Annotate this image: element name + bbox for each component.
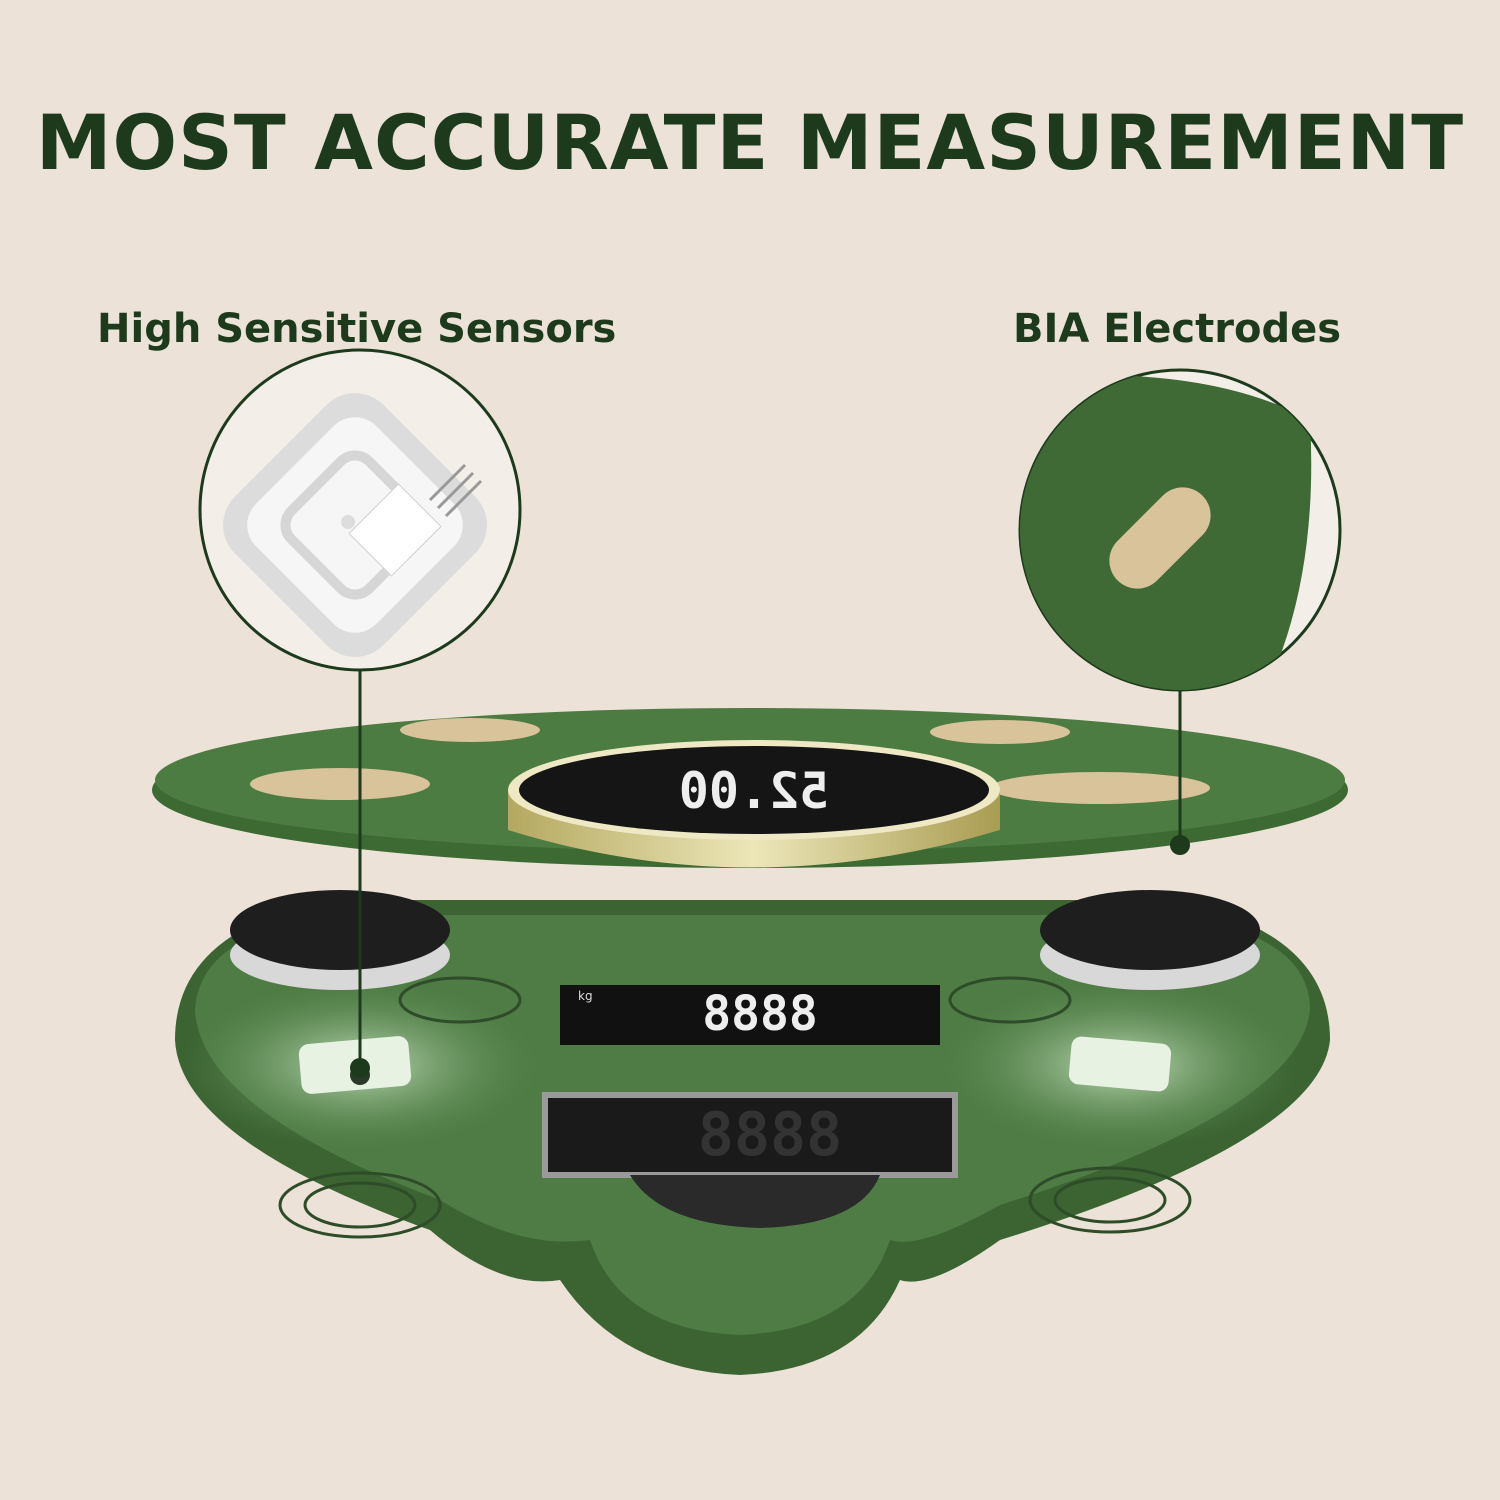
- load-cell-right: [1040, 890, 1260, 990]
- top-plate: 52.00: [152, 708, 1348, 868]
- sensors-label: High Sensitive Sensors: [97, 306, 617, 352]
- electrodes-label: BIA Electrodes: [1013, 306, 1342, 352]
- pcb-display: 8888: [542, 1092, 958, 1228]
- pcb-digits: 8888: [698, 1100, 843, 1170]
- load-cell-left: [230, 890, 450, 990]
- inner-lcd: 8888 kg: [560, 985, 940, 1045]
- sensor-callout: [198, 348, 522, 672]
- load-sensor-icon: [223, 393, 487, 657]
- electrode-pad-icon: [1109, 487, 1211, 589]
- speaker-grilles: [278, 976, 1192, 1239]
- headline: MOST ACCURATE MEASUREMENT: [35, 98, 1465, 187]
- top-display-reading: 52.00: [679, 762, 830, 820]
- inner-lcd-reading: 8888: [702, 986, 818, 1042]
- electrode-pads: [250, 718, 1210, 804]
- electrode-callout: [1018, 368, 1342, 692]
- inner-lcd-unit: kg: [578, 989, 593, 1003]
- top-display: [519, 746, 989, 834]
